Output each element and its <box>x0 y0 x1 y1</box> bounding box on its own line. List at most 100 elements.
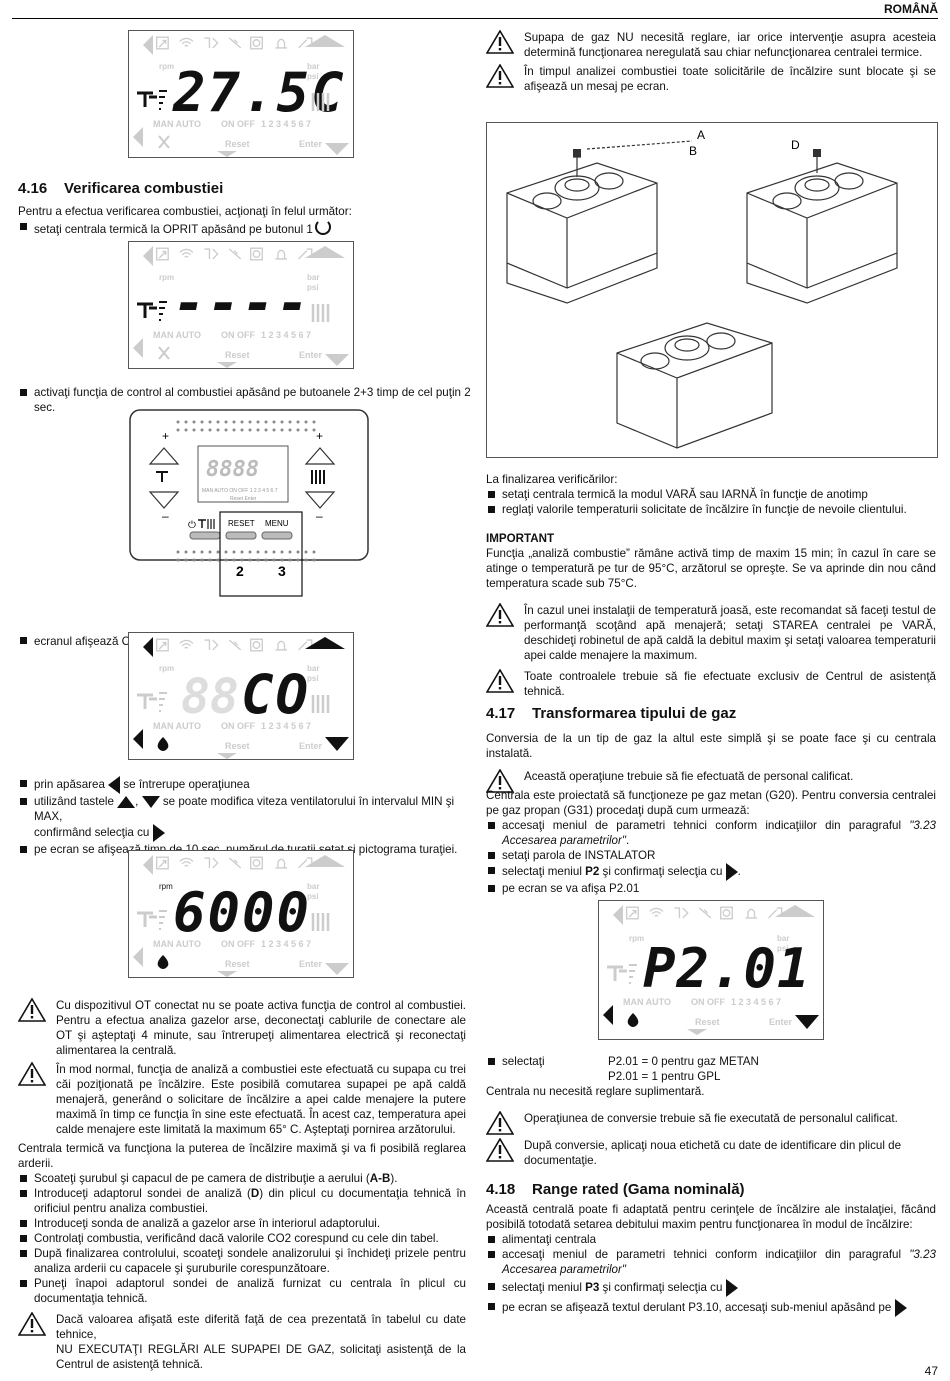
svg-text:⏻: ⏻ <box>188 520 196 531</box>
step-activate: activaţi funcţia de control al combustie… <box>18 385 492 415</box>
warning-icon <box>18 998 46 1022</box>
svg-text:ON OFF: ON OFF <box>221 330 255 340</box>
svg-text:bar: bar <box>307 664 319 673</box>
svg-text:rpm: rpm <box>159 62 174 71</box>
svg-text:1 2 3 4 5 6 7: 1 2 3 4 5 6 7 <box>731 997 781 1007</box>
svg-text:bar: bar <box>777 934 789 943</box>
svg-text:psi: psi <box>307 892 319 901</box>
lcd-readout-2: ---- <box>173 272 311 335</box>
lcd-display-3: rpm bar psi 88 CO MAN AUTO ON OFF 1 2 3 … <box>128 632 354 760</box>
down-arrow-icon <box>141 795 160 808</box>
warning-icon <box>486 64 514 88</box>
svg-text:bar: bar <box>307 882 319 891</box>
lcd-display-5: rpm bar psi P2.01 MAN AUTO ON OFF 1 2 3 … <box>598 900 824 1040</box>
svg-text:1 2 3 4 5 6 7: 1 2 3 4 5 6 7 <box>261 939 311 949</box>
svg-text:rpm: rpm <box>629 934 644 943</box>
svg-text:+: + <box>162 429 169 443</box>
step-display-p310: pe ecran se afişează textul derulant P3.… <box>486 1299 936 1317</box>
step-interrupt: prin apăsarea se întrerupe operaţiunea <box>18 776 476 794</box>
paragraph-methane: Centrala este proiectată să funcţioneze … <box>486 789 936 817</box>
lcd-display-2: rpm bar psi ---- MAN AUTO ON OFF 1 2 3 4… <box>128 241 354 369</box>
step-select-p3: selectaţi meniul P3 şi confirmaţi selecţ… <box>486 1279 936 1297</box>
step-return-adapter: Puneţi înapoi adaptorul sondei de analiz… <box>18 1276 466 1306</box>
boiler-figure: A B D <box>486 122 938 458</box>
warning-icon <box>486 669 514 693</box>
warning-qualified: Această operaţiune trebuie să fie efectu… <box>486 769 936 784</box>
svg-text:Reset: Reset <box>225 139 250 149</box>
language-header: ROMÂNĂ <box>884 2 938 16</box>
step-remove-probes: După finalizarea controlului, scoateţi s… <box>18 1246 466 1276</box>
warning-icon <box>486 603 514 627</box>
warning-icon <box>486 1111 514 1135</box>
step-access-params: accesaţi meniul de parametri tehnici con… <box>486 818 936 848</box>
svg-text:MENU: MENU <box>265 519 289 528</box>
svg-text:3: 3 <box>278 563 286 579</box>
svg-text:psi: psi <box>777 944 789 953</box>
svg-text:MAN AUTO: MAN AUTO <box>153 330 201 340</box>
label-a: A <box>697 128 705 142</box>
warning-requests-blocked: În timpul analizei combustiei toate soli… <box>486 64 936 94</box>
step-adjust-temp: reglaţi valorile temperaturii solicitate… <box>486 502 936 517</box>
lcd-display-1: rpm bar psi 27.5C MAN AUTO ON OFF 1 2 3 … <box>128 30 354 158</box>
svg-text:MAN AUTO: MAN AUTO <box>153 119 201 129</box>
step-check-co2: Controlaţi combustia, verificând dacă va… <box>18 1231 466 1246</box>
svg-text:MAN AUTO: MAN AUTO <box>153 721 201 731</box>
svg-text:1 2 3 4 5 6 7: 1 2 3 4 5 6 7 <box>261 330 311 340</box>
svg-text:88: 88 <box>181 669 239 725</box>
warning-service-center: Toate controalele trebuie să fie efectua… <box>486 669 936 699</box>
page-number: 47 <box>924 1364 938 1378</box>
important-text: Funcţia „analiză combustie” rămâne activ… <box>486 547 936 590</box>
warning-gas-valve: Dacă valoarea afişată este diferită faţă… <box>18 1312 466 1372</box>
left-arrow-icon <box>108 776 121 794</box>
paragraph-range-rated: Această centrală poate fi adaptată pentr… <box>486 1203 936 1231</box>
svg-text:1 2 3 4 5 6 7: 1 2 3 4 5 6 7 <box>261 721 311 731</box>
svg-text:ON OFF: ON OFF <box>221 119 255 129</box>
step-set-password: setaţi parola de INSTALATOR <box>486 848 936 863</box>
svg-text:Enter: Enter <box>299 741 323 751</box>
svg-text:Reset: Reset <box>225 741 250 751</box>
svg-text:rpm: rpm <box>159 273 174 282</box>
step-select-p2: selectaţi meniul P2 şi confirmaţi selecţ… <box>486 863 936 881</box>
right-arrow-icon <box>894 1299 907 1317</box>
warning-low-temp: În cazul unei instalaţii de temperatură … <box>486 603 936 663</box>
svg-text:8888: 8888 <box>206 457 259 482</box>
paragraph-no-adjust: Centrala nu necesită reglare suplimentar… <box>486 1085 705 1098</box>
step-fan-speed: utilizând tastele , se poate modifica vi… <box>18 794 476 842</box>
svg-text:+: + <box>316 429 323 443</box>
right-arrow-icon <box>152 824 165 842</box>
warning-new-label: După conversie, aplicaţi noua etichetă c… <box>486 1138 936 1168</box>
svg-text:–: – <box>162 509 169 523</box>
paragraph-conversion: Conversia de la un tip de gaz la altul e… <box>486 732 936 760</box>
svg-text:psi: psi <box>307 72 319 81</box>
lcd-readout-4: 6000 <box>173 881 311 944</box>
step-remove-screw: Scoateţi şurubul şi capacul de pe camera… <box>18 1171 466 1186</box>
svg-text:bar: bar <box>307 62 319 71</box>
svg-text:Enter: Enter <box>299 350 323 360</box>
step-off: setaţi centrala termică la OPRIT apăsând… <box>18 219 476 237</box>
lcd-readout-3: CO <box>241 663 310 726</box>
paragraph-finish: La finalizarea verificărilor: <box>486 473 618 486</box>
svg-text:psi: psi <box>307 674 319 683</box>
label-b: B <box>689 144 697 158</box>
step-access-params-2: accesaţi meniul de parametri tehnici con… <box>486 1247 936 1277</box>
warning-three-way-valve: În mod normal, funcţia de analiză a comb… <box>18 1062 466 1137</box>
right-arrow-icon <box>725 863 738 881</box>
warning-icon <box>18 1312 46 1336</box>
svg-text:Reset Enter: Reset Enter <box>230 496 257 502</box>
svg-text:ON OFF: ON OFF <box>221 939 255 949</box>
svg-text:MAN AUTO: MAN AUTO <box>153 939 201 949</box>
intro-416: Pentru a efectua verificarea combustiei,… <box>18 205 352 218</box>
step-power-on: alimentaţi centrala <box>486 1232 936 1247</box>
step-select-value: selectaţi P2.01 = 0 pentru gaz METAN P2.… <box>486 1054 936 1084</box>
header-rule <box>12 18 938 19</box>
step-insert-adapter: Introduceţi adaptorul sondei de analiză … <box>18 1186 466 1216</box>
warning-conversion-qualified: Operaţiunea de conversie trebuie să fie … <box>486 1111 936 1126</box>
warning-icon <box>18 1062 46 1086</box>
power-icon <box>314 219 331 235</box>
svg-text:1 2 3 4 5 6 7: 1 2 3 4 5 6 7 <box>261 119 311 129</box>
svg-text:2: 2 <box>236 563 244 579</box>
svg-text:Enter: Enter <box>769 1017 793 1027</box>
warning-icon <box>486 1138 514 1162</box>
